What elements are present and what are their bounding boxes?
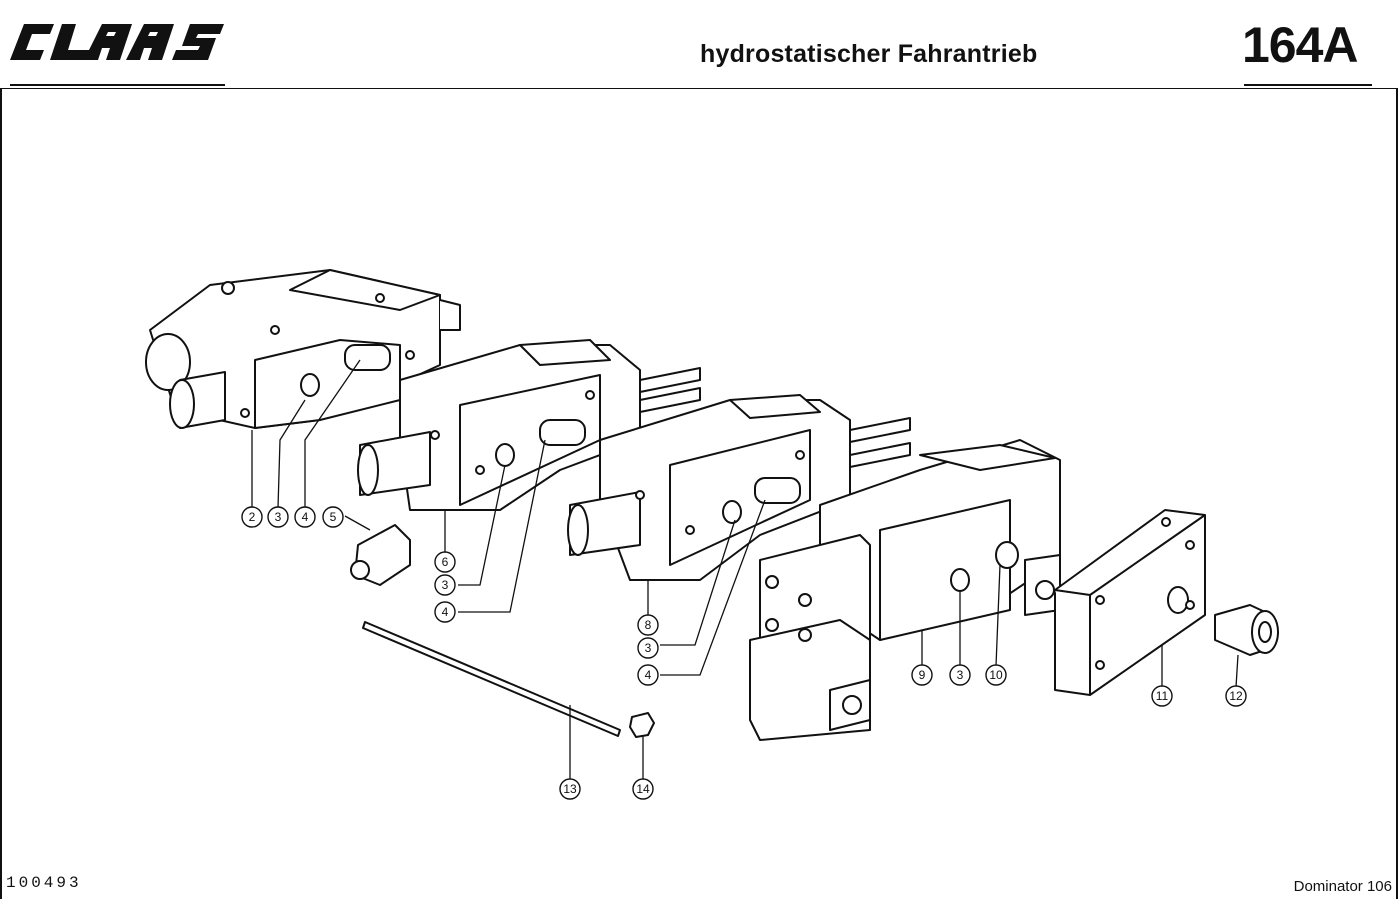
callout-label: 10	[989, 668, 1003, 682]
callout-9	[911, 664, 933, 686]
callout-10	[985, 664, 1007, 686]
page-frame	[0, 88, 1398, 899]
callout-label: 11	[1156, 689, 1169, 703]
callout-label: 9	[919, 668, 926, 682]
callout-3b	[434, 574, 456, 596]
callout-4c	[637, 664, 659, 686]
model-name: Dominator 106	[1293, 878, 1392, 895]
callout-3	[267, 506, 289, 528]
callout-label: 2	[249, 510, 256, 524]
callout-label: 14	[636, 782, 650, 796]
callout-label: 5	[330, 510, 337, 524]
part-valve-body-6	[357, 339, 701, 511]
page-number: 164A	[1242, 17, 1359, 73]
callout-label: 4	[645, 668, 652, 682]
callout-label: 3	[442, 578, 449, 592]
part-fitting-12	[1214, 604, 1279, 656]
page-number-underline	[1244, 84, 1372, 86]
logo-underline	[10, 84, 225, 86]
callout-label: 3	[275, 510, 282, 524]
callout-label: 8	[645, 618, 652, 632]
part-valve-body-2	[145, 269, 461, 429]
callout-label: 6	[442, 555, 449, 569]
callout-label: 3	[645, 641, 652, 655]
callout-2	[241, 506, 263, 528]
callout-4	[294, 506, 316, 528]
callout-6	[434, 551, 456, 573]
part-solenoid-block-9	[749, 439, 1061, 741]
part-end-plate-11	[1054, 509, 1206, 696]
document-number: 100493	[6, 874, 82, 892]
callout-14	[632, 778, 654, 800]
callout-12	[1225, 685, 1247, 707]
page-title: hydrostatischer Fahrantrieb	[700, 40, 1038, 68]
callout-3d	[949, 664, 971, 686]
part-rod-13	[362, 621, 621, 737]
part-sensor-5	[350, 524, 411, 586]
part-nut-14	[629, 712, 655, 738]
callout-11	[1151, 685, 1173, 707]
callout-8	[637, 614, 659, 636]
callout-13	[559, 778, 581, 800]
part-valve-body-8	[567, 394, 911, 581]
callout-label: 12	[1229, 689, 1243, 703]
callout-label: 13	[563, 782, 577, 796]
callout-3c	[637, 637, 659, 659]
callout-label: 4	[302, 510, 309, 524]
claas-logo	[10, 24, 224, 60]
callout-label: 3	[957, 668, 964, 682]
callout-5	[322, 506, 344, 528]
callout-4b	[434, 601, 456, 623]
callout-label: 4	[442, 605, 449, 619]
